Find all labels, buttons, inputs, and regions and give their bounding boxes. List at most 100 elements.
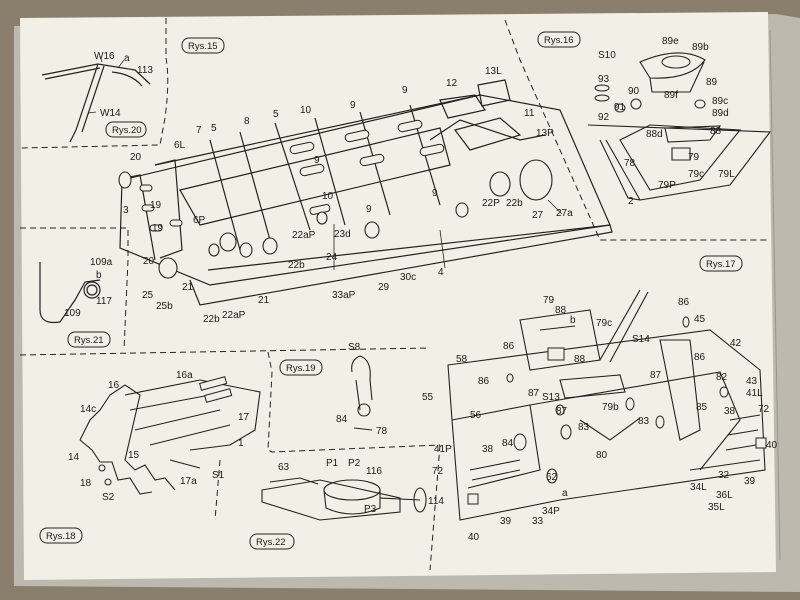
rys17-label: 41L <box>746 388 763 399</box>
rys17-label: 87 <box>556 406 568 417</box>
rys18-blocks <box>98 376 233 486</box>
rys16-label: 79L <box>718 169 735 180</box>
rys20-label: W16 <box>94 51 115 62</box>
rys15-label: 22b <box>506 198 523 209</box>
rys16-label: 88 <box>710 126 722 137</box>
rys15-label: 6P <box>193 215 206 226</box>
rys21-drawing <box>39 262 101 324</box>
rys15-label: 10 <box>300 105 312 116</box>
rys17-label: 40 <box>468 532 480 543</box>
rys17-label: 86 <box>503 341 515 352</box>
rys17-label: 36L <box>716 490 733 501</box>
rys17-hull-drawing <box>447 289 766 521</box>
rys17-label: 39 <box>500 516 512 527</box>
rys17-label: S13 <box>542 392 560 403</box>
rys15-leaders <box>333 199 563 270</box>
rys18-label: 16a <box>176 370 193 381</box>
rys16-label: 78 <box>624 158 636 169</box>
rys15-label: 9 <box>314 155 320 166</box>
rys16-label: 89 <box>706 77 718 88</box>
rys15-label: 20 <box>130 152 142 163</box>
svg-text:Rys.19: Rys.19 <box>286 363 316 374</box>
rys17-badge: Rys.17 <box>699 255 743 272</box>
rys16-label: 93 <box>598 74 610 85</box>
rys18-label: 14 <box>68 452 80 463</box>
rys17-label: 32 <box>718 470 730 481</box>
rys15-label: 25 <box>142 290 154 301</box>
rys22-drawing <box>261 477 427 521</box>
rys15-label: 19 <box>152 223 164 234</box>
rys15-label: 29 <box>378 282 390 293</box>
rys18-label: 1 <box>238 438 244 449</box>
rys20-label: a <box>124 53 130 64</box>
rys15-label: 22aP <box>292 230 316 241</box>
rys17-label: 56 <box>470 410 482 421</box>
rys16-label: 89b <box>692 42 709 53</box>
rys17-label: 35L <box>708 502 725 513</box>
rys18-label: S2 <box>102 492 115 503</box>
rys15-label: 23d <box>334 229 351 240</box>
rys15-label: 21 <box>258 295 270 306</box>
rys17-label: a <box>562 488 568 499</box>
rys15-label: 5 <box>211 123 217 134</box>
rys16-label: 89e <box>662 36 679 47</box>
svg-text:Rys.17: Rys.17 <box>706 259 736 270</box>
rys15-label: 22aP <box>222 310 246 321</box>
rys22-label: P3 <box>364 504 377 515</box>
rys16-label: 90 <box>628 86 640 97</box>
rys17-label: 72 <box>758 404 770 415</box>
rys15-wheels <box>118 159 553 279</box>
rys22-label: P1 <box>326 458 339 469</box>
rys17-label: 45 <box>694 314 706 325</box>
rys17-label: 86 <box>694 352 706 363</box>
rys17-label: 42 <box>730 338 742 349</box>
rys17-label: 55 <box>422 392 434 403</box>
rys15-label: 13P <box>536 128 554 139</box>
rys17-label: 72 <box>432 466 444 477</box>
rys15-badge: Rys.15 <box>181 37 225 54</box>
rys15-label: 5 <box>273 109 279 120</box>
rys17-label: 87 <box>528 388 540 399</box>
panel-dividers <box>19 18 770 571</box>
rys17-label: b <box>570 315 576 326</box>
rys18-label: S1 <box>212 470 225 481</box>
rys15-label: 7 <box>196 125 202 136</box>
rys17-label: 33 <box>532 516 544 527</box>
rys16-badge: Rys.16 <box>537 31 581 48</box>
rys21-label: 109a <box>90 257 113 268</box>
rys21-label: b <box>96 270 102 281</box>
rys18-label: 18 <box>80 478 92 489</box>
rys15-label: 24 <box>326 252 338 263</box>
rys15-label: 22b <box>288 260 305 271</box>
rys21-label: 117 <box>96 296 112 307</box>
rys15-label: 33aP <box>332 290 356 301</box>
rys18-label: 17a <box>180 476 197 487</box>
svg-text:Rys.22: Rys.22 <box>256 537 286 548</box>
rys16-label: 89c <box>712 96 728 107</box>
rys17-label: 62 <box>546 472 558 483</box>
rys18-badge: Rys.18 <box>39 527 83 544</box>
rys17-label: 39 <box>744 476 756 487</box>
rys18-label: 17 <box>238 412 250 423</box>
rys20-label: 113 <box>137 65 153 76</box>
rys15-label: 27 <box>532 210 544 221</box>
rys18-drawing <box>79 379 261 495</box>
rys17-label: 88 <box>555 305 567 316</box>
rys22-label: P2 <box>348 458 361 469</box>
rys15-label: 20 <box>143 256 155 267</box>
rys16-label: 88d <box>646 129 663 140</box>
rys22-label: 116 <box>366 466 382 477</box>
paper-sheet <box>20 12 776 580</box>
rys17-label: 40 <box>766 440 778 451</box>
rys16-label: 79 <box>688 152 700 163</box>
rys19-badge: Rys.19 <box>279 359 323 376</box>
rys15-label: 13L <box>485 66 502 77</box>
rys17-label: 80 <box>596 450 608 461</box>
rys15-label: 10 <box>322 191 334 202</box>
rys17-label: 85 <box>696 402 708 413</box>
rys15-label: 6L <box>174 140 186 151</box>
rys17-label: 38 <box>482 444 494 455</box>
rys22-label: 63 <box>278 462 290 473</box>
rys16-label: 79P <box>658 180 676 191</box>
rys22-label: 114 <box>428 496 444 507</box>
